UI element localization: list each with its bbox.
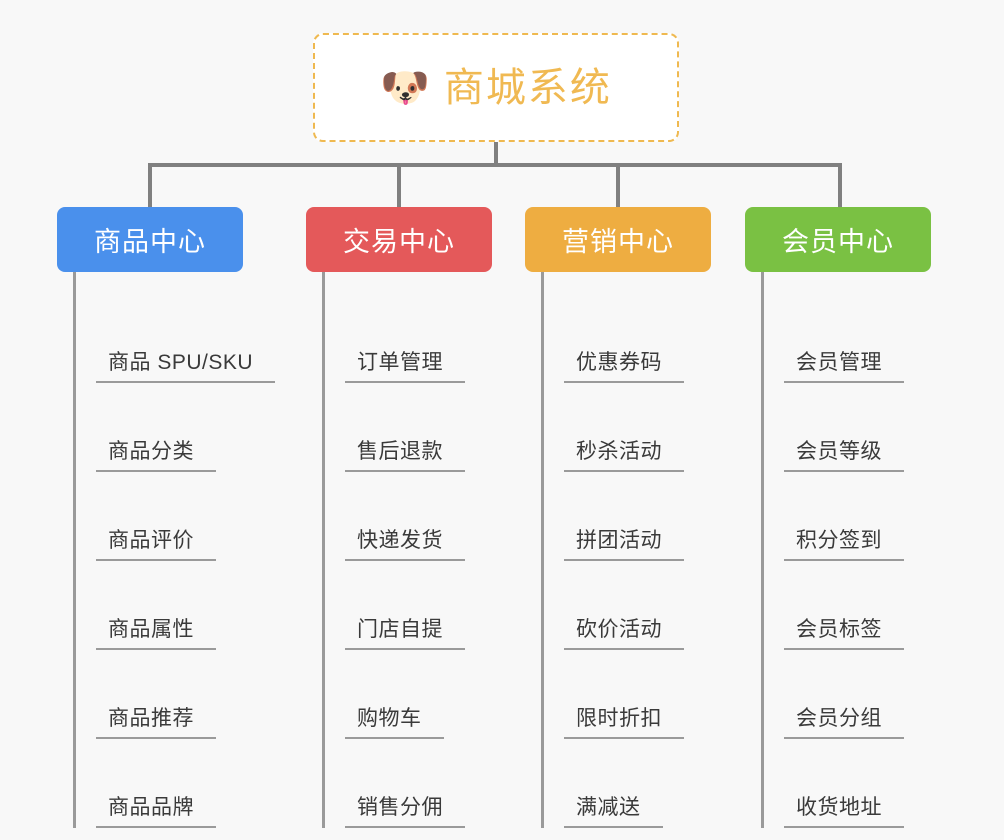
category-label-2: 交易中心 — [343, 227, 455, 257]
list-item[interactable]: 商品评价 — [76, 472, 243, 561]
list-item[interactable]: 拼团活动 — [544, 472, 711, 561]
leaf-label: 快递发货 — [345, 524, 465, 561]
root-node-label: 商城系统 — [443, 65, 612, 110]
leaf-label: 会员分组 — [784, 702, 904, 739]
category-header-3[interactable]: 营销中心 — [525, 207, 711, 272]
dog-face-icon: 🐶 — [380, 64, 430, 111]
leaf-label: 商品分类 — [96, 435, 216, 472]
category-label-1: 商品中心 — [94, 227, 206, 257]
category-label-3: 营销中心 — [562, 227, 674, 257]
leaf-label: 会员标签 — [784, 613, 904, 650]
list-item[interactable]: 门店自提 — [325, 561, 492, 650]
list-item[interactable]: 优惠券码 — [544, 294, 711, 383]
list-item[interactable]: 购物车 — [325, 650, 492, 739]
list-item[interactable]: 满减送 — [544, 739, 711, 828]
list-item[interactable]: 售后退款 — [325, 383, 492, 472]
leaf-label: 售后退款 — [345, 435, 465, 472]
list-item[interactable]: 会员管理 — [764, 294, 931, 383]
connector-root-stub — [494, 142, 498, 166]
list-item[interactable]: 会员标签 — [764, 561, 931, 650]
leaf-label: 会员管理 — [784, 346, 904, 383]
category-header-2[interactable]: 交易中心 — [306, 207, 492, 272]
leaf-list-3: 优惠券码 秒杀活动 拼团活动 砍价活动 限时折扣 满减送 — [541, 272, 711, 828]
leaf-label: 商品推荐 — [96, 702, 216, 739]
root-node-shopping-system[interactable]: 🐶 商城系统 — [313, 33, 679, 142]
list-item[interactable]: 销售分佣 — [325, 739, 492, 828]
list-item[interactable]: 会员等级 — [764, 383, 931, 472]
connector-drop-2 — [397, 163, 401, 209]
branch-column-4: 会员中心 会员管理 会员等级 积分签到 会员标签 会员分组 收货地址 — [745, 207, 931, 828]
connector-drop-1 — [148, 163, 152, 209]
leaf-list-4: 会员管理 会员等级 积分签到 会员标签 会员分组 收货地址 — [761, 272, 931, 828]
connector-drop-4 — [838, 163, 842, 209]
list-item[interactable]: 商品 SPU/SKU — [76, 294, 276, 383]
list-item[interactable]: 商品属性 — [76, 561, 243, 650]
connector-horizontal-bus — [148, 163, 842, 167]
leaf-label: 商品品牌 — [96, 791, 216, 828]
leaf-label: 限时折扣 — [564, 702, 684, 739]
list-item[interactable]: 限时折扣 — [544, 650, 711, 739]
connector-drop-3 — [616, 163, 620, 209]
leaf-list-1: 商品 SPU/SKU 商品分类 商品评价 商品属性 商品推荐 商品品牌 — [73, 272, 276, 828]
category-header-1[interactable]: 商品中心 — [57, 207, 243, 272]
leaf-list-2: 订单管理 售后退款 快递发货 门店自提 购物车 销售分佣 — [322, 272, 492, 828]
leaf-label: 积分签到 — [784, 524, 904, 561]
category-label-4: 会员中心 — [782, 227, 894, 257]
leaf-label: 商品属性 — [96, 613, 216, 650]
leaf-label: 门店自提 — [345, 613, 465, 650]
leaf-label: 收货地址 — [784, 791, 904, 828]
list-item[interactable]: 积分签到 — [764, 472, 931, 561]
list-item[interactable]: 快递发货 — [325, 472, 492, 561]
list-item[interactable]: 砍价活动 — [544, 561, 711, 650]
leaf-label: 拼团活动 — [564, 524, 684, 561]
leaf-label: 优惠券码 — [564, 346, 684, 383]
leaf-label: 商品 SPU/SKU — [96, 346, 276, 383]
branch-column-1: 商品中心 商品 SPU/SKU 商品分类 商品评价 商品属性 商品推荐 商品品牌 — [57, 207, 276, 828]
leaf-label: 满减送 — [564, 791, 663, 828]
branch-column-2: 交易中心 订单管理 售后退款 快递发货 门店自提 购物车 销售分佣 — [306, 207, 492, 828]
leaf-label: 销售分佣 — [345, 791, 465, 828]
list-item[interactable]: 会员分组 — [764, 650, 931, 739]
leaf-label: 订单管理 — [345, 346, 465, 383]
list-item[interactable]: 商品推荐 — [76, 650, 243, 739]
branch-column-3: 营销中心 优惠券码 秒杀活动 拼团活动 砍价活动 限时折扣 满减送 — [525, 207, 711, 828]
list-item[interactable]: 订单管理 — [325, 294, 492, 383]
list-item[interactable]: 秒杀活动 — [544, 383, 711, 472]
leaf-label: 会员等级 — [784, 435, 904, 472]
list-item[interactable]: 收货地址 — [764, 739, 931, 828]
list-item[interactable]: 商品分类 — [76, 383, 243, 472]
category-header-4[interactable]: 会员中心 — [745, 207, 931, 272]
leaf-label: 秒杀活动 — [564, 435, 684, 472]
list-item[interactable]: 商品品牌 — [76, 739, 243, 828]
leaf-label: 砍价活动 — [564, 613, 684, 650]
leaf-label: 商品评价 — [96, 524, 216, 561]
leaf-label: 购物车 — [345, 702, 444, 739]
